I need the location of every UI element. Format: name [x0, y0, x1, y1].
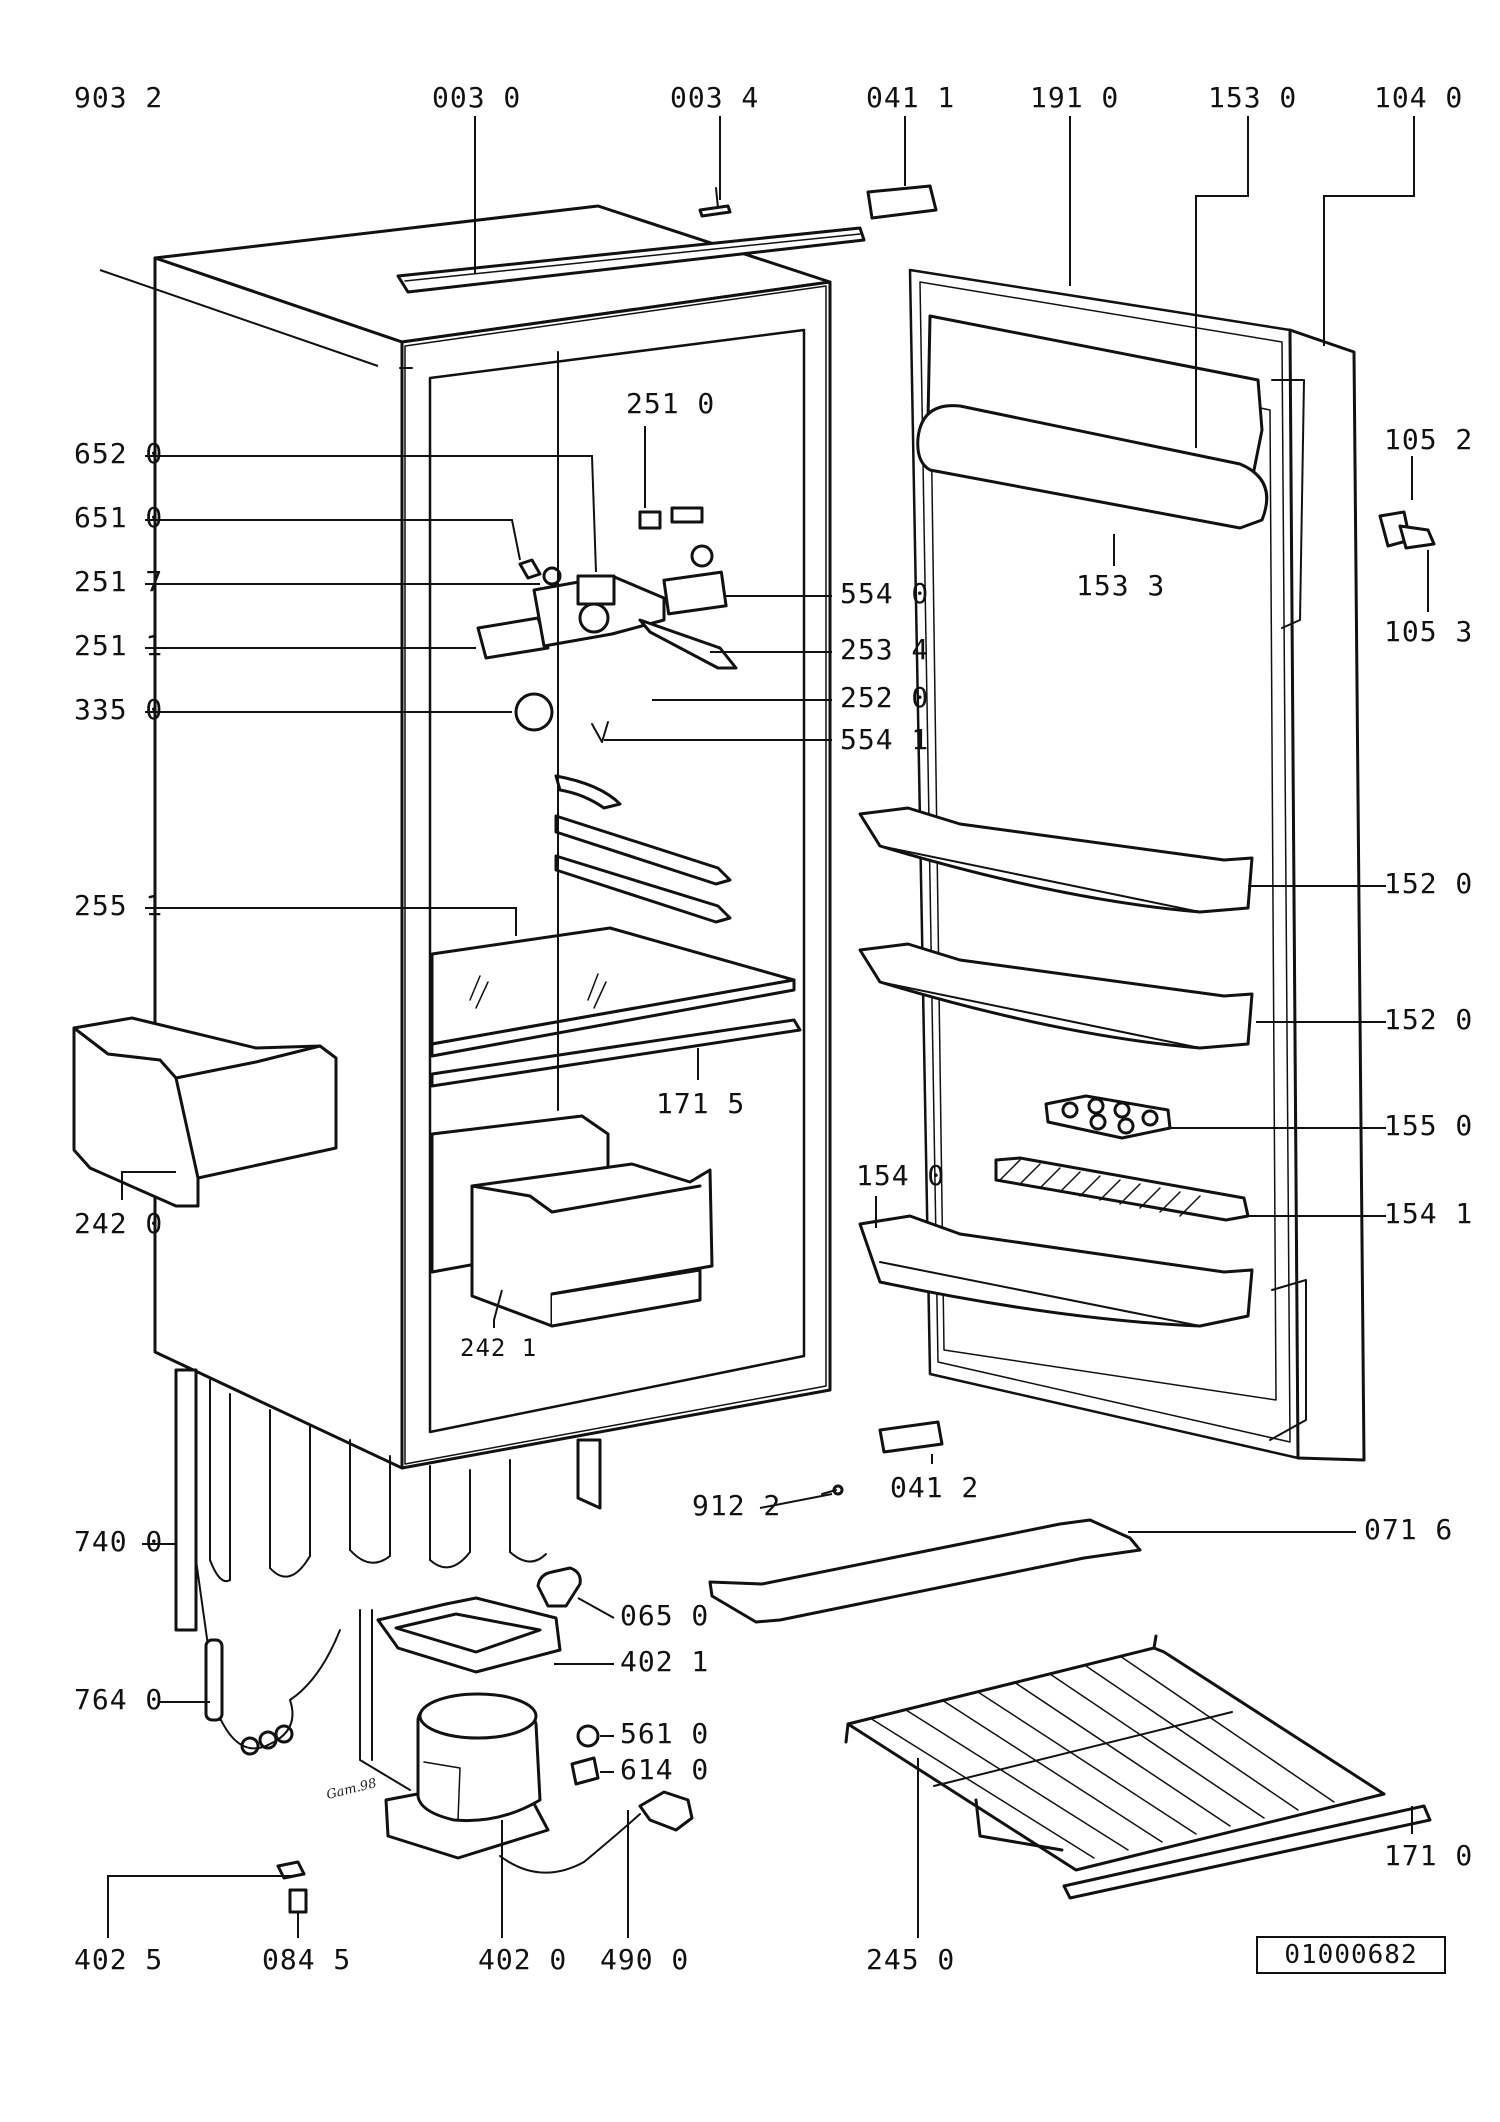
- part-label: 402 0: [478, 1943, 568, 1976]
- part-label: 155 0: [1384, 1109, 1474, 1142]
- part-label: 335 0: [74, 693, 164, 726]
- wire-shelf: [844, 1634, 1386, 1872]
- capillary-probe: [204, 1629, 341, 1756]
- part-label: 402 5: [74, 1943, 164, 1976]
- upper-hinge: [866, 184, 938, 220]
- part-label: 903 2: [74, 81, 164, 114]
- leader-lines: [99, 116, 1429, 1938]
- part-label: 154 1: [1384, 1197, 1474, 1230]
- part-label: 171 5: [656, 1087, 746, 1120]
- part-label: 554 0: [840, 577, 930, 610]
- part-label: 154 0: [856, 1159, 946, 1192]
- part-label: 041 2: [890, 1471, 980, 1504]
- part-label: 554 1: [840, 723, 930, 756]
- part-label: 171 0: [1384, 1839, 1474, 1872]
- door-bin-middle: [858, 942, 1254, 1050]
- part-label: 561 0: [620, 1717, 710, 1750]
- part-label: 152 0: [1384, 1003, 1474, 1036]
- bracket-clip: [276, 1860, 306, 1880]
- door-bin-lower: [858, 1214, 1254, 1328]
- part-label: 245 0: [866, 1943, 956, 1976]
- filter-drier: [536, 1566, 582, 1608]
- reference-code-box: 01000682: [1256, 1936, 1446, 1974]
- part-label: 251 0: [626, 387, 716, 420]
- grommet: [288, 1888, 308, 1914]
- compressor: [384, 1692, 550, 1860]
- part-label: 242 0: [74, 1207, 164, 1240]
- part-label: 652 0: [74, 437, 164, 470]
- part-label: 251 7: [74, 565, 164, 598]
- part-label: 041 1: [866, 81, 956, 114]
- lower-hinge-set: [1378, 510, 1436, 550]
- condenser: [174, 1368, 602, 1632]
- crisper-drawer: [470, 1162, 714, 1328]
- part-label: 614 0: [620, 1753, 710, 1786]
- part-label: 490 0: [600, 1943, 690, 1976]
- left-tray: [72, 1016, 338, 1208]
- part-label: 252 0: [840, 681, 930, 714]
- part-label: 764 0: [74, 1683, 164, 1716]
- part-label: 402 1: [620, 1645, 710, 1678]
- part-label: 105 2: [1384, 423, 1474, 456]
- glass-shelf: [430, 926, 796, 1058]
- part-label: 651 0: [74, 501, 164, 534]
- part-label: 191 0: [1030, 81, 1120, 114]
- part-label: 003 4: [670, 81, 760, 114]
- door-bin-upper: [858, 806, 1254, 914]
- top-trim-bar: [396, 226, 866, 294]
- mounting-bracket: [708, 1518, 1142, 1624]
- part-label: 153 3: [1076, 569, 1166, 602]
- part-label: 242 1: [460, 1334, 538, 1362]
- part-label: 253 4: [840, 633, 930, 666]
- overload-protector: [570, 1756, 600, 1786]
- bottom-hinge: [878, 1420, 944, 1454]
- part-label: 104 0: [1374, 81, 1464, 114]
- relay: [576, 1724, 600, 1748]
- part-label: 255 1: [74, 889, 164, 922]
- part-label: 152 0: [1384, 867, 1474, 900]
- part-label: 105 3: [1384, 615, 1474, 648]
- part-label: 065 0: [620, 1599, 710, 1632]
- part-label: 071 6: [1364, 1513, 1454, 1546]
- part-label: 251 1: [74, 629, 164, 662]
- part-label: 912 2: [692, 1489, 782, 1522]
- bottom-trim: [1062, 1804, 1432, 1900]
- thermostat-assembly: [476, 506, 738, 743]
- part-label: 740 0: [74, 1525, 164, 1558]
- compressor-tray: [376, 1596, 562, 1674]
- part-label: 084 5: [262, 1943, 352, 1976]
- top-clip: [698, 204, 732, 218]
- part-label: 003 0: [432, 81, 522, 114]
- door-dairy-compartment: [916, 314, 1269, 530]
- power-cord: [499, 1790, 694, 1874]
- part-label: 153 0: [1208, 81, 1298, 114]
